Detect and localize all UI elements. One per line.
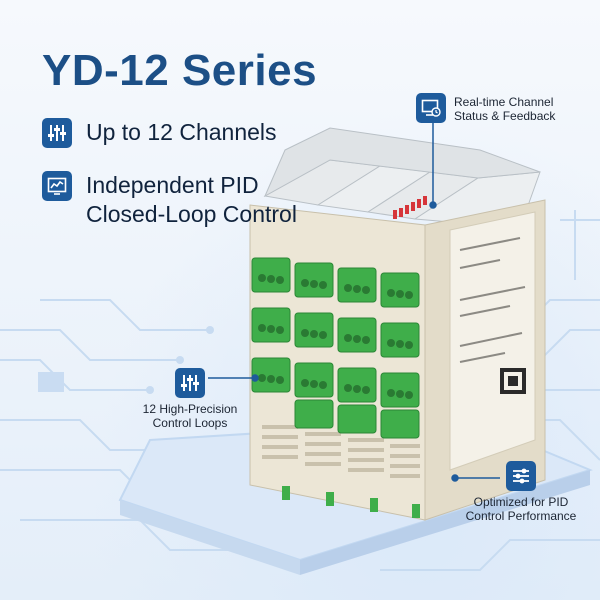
- callout-realtime-status: Real-time Channel Status & Feedback: [416, 93, 555, 123]
- terminal-blocks: [251, 257, 420, 439]
- feature-channels: Up to 12 Channels: [42, 118, 277, 148]
- callout-optimized-pid: Optimized for PID Control Performance: [456, 461, 586, 523]
- callout-loops-line1: 12 High-Precision: [142, 402, 238, 416]
- callout-optimized-line2: Control Performance: [465, 509, 577, 523]
- chart-monitor-icon: [42, 171, 72, 201]
- feature-channels-text: Up to 12 Channels: [86, 119, 277, 145]
- feature-pid-text: Independent PID Closed-Loop Control: [86, 172, 297, 227]
- callout-realtime-line2: Status & Feedback: [454, 109, 556, 123]
- callout-realtime-line1: Real-time Channel: [454, 95, 554, 109]
- monitor-clock-icon: [416, 93, 446, 123]
- callout-optimized-line1: Optimized for PID: [473, 495, 569, 509]
- status-led-strip: [393, 196, 427, 219]
- sliders-icon: [42, 118, 72, 148]
- callout-loops-line2: Control Loops: [152, 416, 228, 430]
- feature-pid: Independent PID Closed-Loop Control: [42, 171, 306, 229]
- page-title: YD-12 Series: [42, 46, 318, 95]
- callout-control-loops: 12 High-Precision Control Loops: [135, 368, 245, 430]
- sliders-icon: [175, 368, 205, 398]
- equalizer-icon: [506, 461, 536, 491]
